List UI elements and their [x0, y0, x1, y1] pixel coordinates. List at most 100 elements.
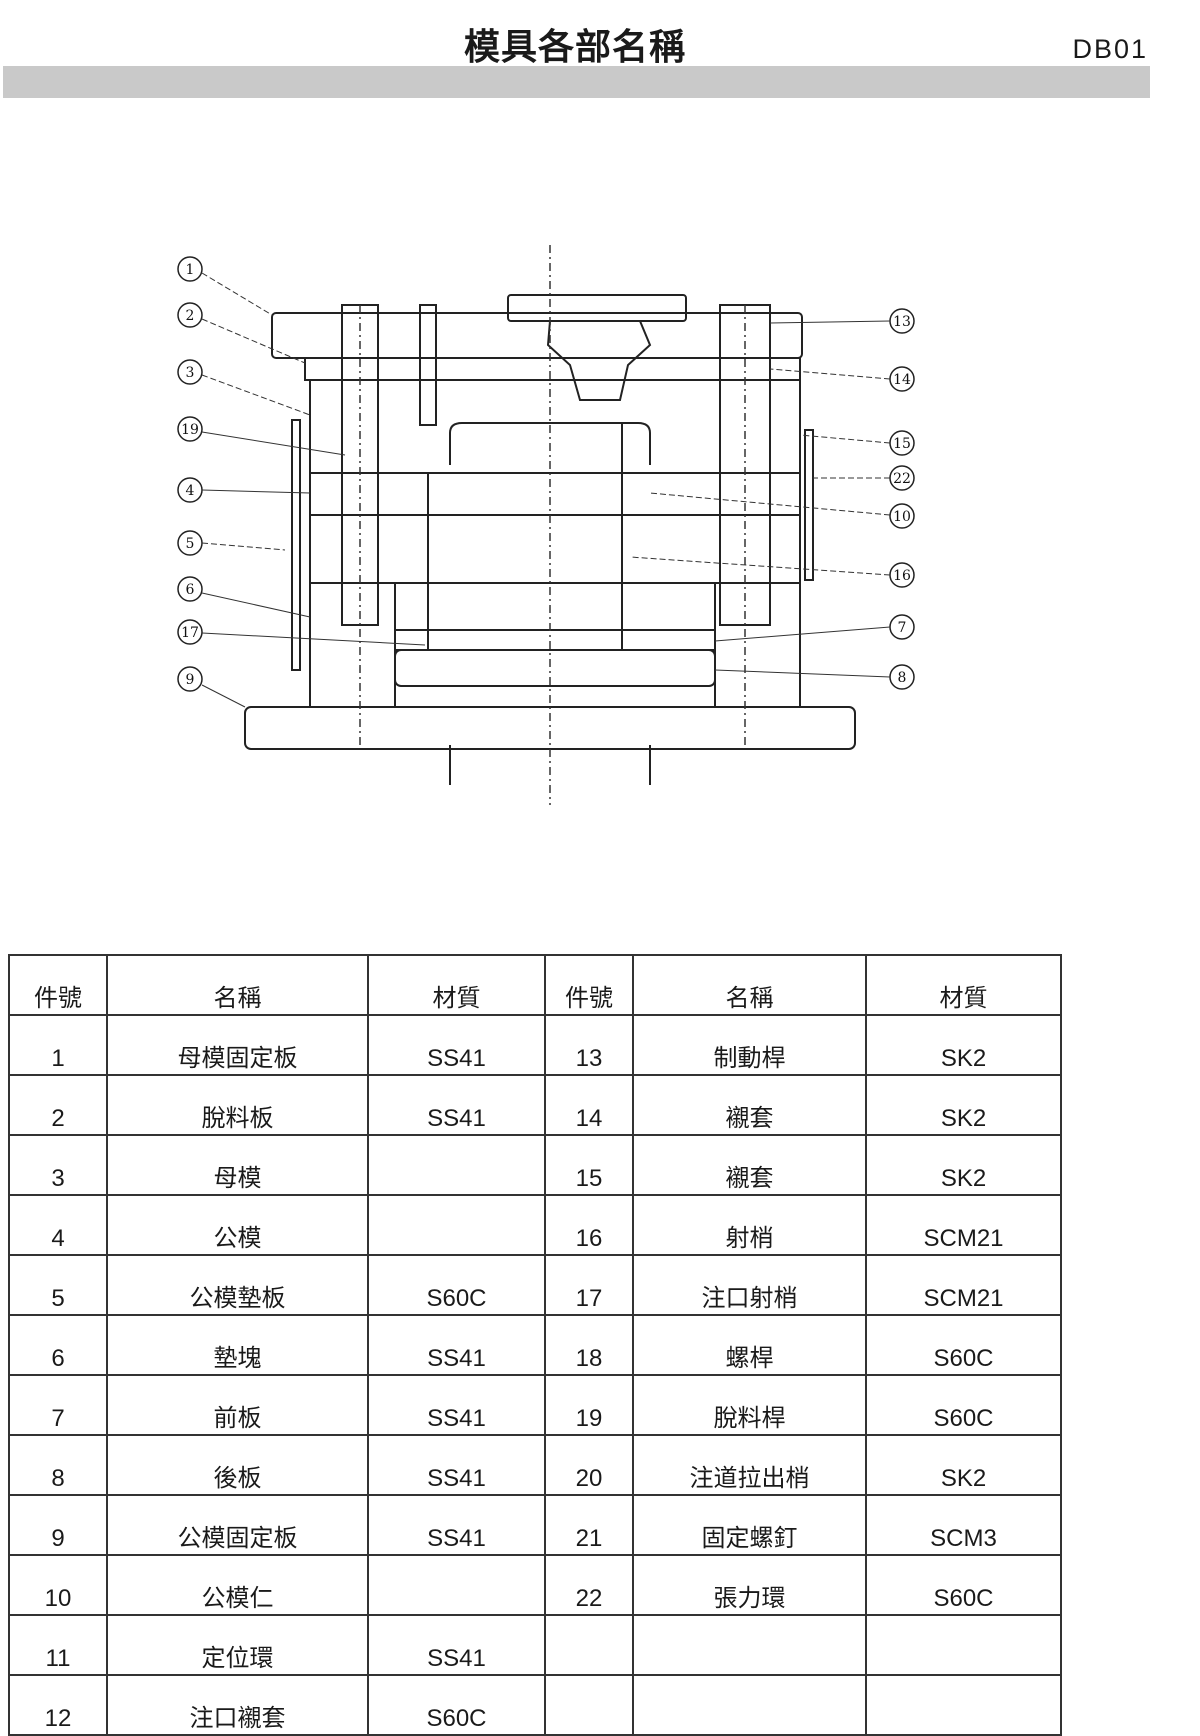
header-cell: 材質	[367, 954, 546, 1016]
ejector-front-plate	[394, 629, 716, 651]
sprue-bushing	[546, 320, 652, 401]
table-cell: SCM21	[865, 1194, 1062, 1256]
table-cell: 20	[544, 1434, 634, 1496]
table-cell: SCM3	[865, 1494, 1062, 1556]
cavity-plate	[309, 379, 801, 474]
table-cell: 4	[8, 1194, 108, 1256]
table-cell: 定位環	[106, 1614, 369, 1676]
table-cell: SS41	[367, 1614, 546, 1676]
table-header-row: 件號 名稱 材質 件號 名稱 材質	[8, 954, 1062, 1016]
spacer-block-left	[309, 582, 396, 708]
table-cell	[632, 1674, 867, 1736]
table-cell: S60C	[367, 1254, 546, 1316]
stripper-plate	[304, 357, 801, 381]
table-cell: 11	[8, 1614, 108, 1676]
table-cell: 17	[544, 1254, 634, 1316]
table-cell: 墊塊	[106, 1314, 369, 1376]
table-cell: 注口襯套	[106, 1674, 369, 1736]
table-cell: 脫料桿	[632, 1374, 867, 1436]
table-cell: 3	[8, 1134, 108, 1196]
table-cell: S60C	[865, 1554, 1062, 1616]
table-cell: SS41	[367, 1494, 546, 1556]
callout-4: 4	[177, 477, 311, 503]
table-cell: 注道拉出梢	[632, 1434, 867, 1496]
callout-19: 19	[177, 416, 346, 456]
svg-text:5: 5	[186, 536, 195, 552]
table-cell: 公模固定板	[106, 1494, 369, 1556]
header-cell: 件號	[8, 954, 108, 1016]
table-cell: 後板	[106, 1434, 369, 1496]
table-cell: 13	[544, 1014, 634, 1076]
mold-diagram: 1 2 3 19 4 5 6 17 9 13 14 15 22 10 16 7 …	[177, 245, 915, 805]
callout-5: 5	[177, 530, 286, 556]
svg-text:8: 8	[898, 670, 907, 686]
table-cell: 脫料板	[106, 1074, 369, 1136]
svg-text:4: 4	[186, 483, 195, 499]
table-cell: SS41	[367, 1434, 546, 1496]
table-cell	[367, 1554, 546, 1616]
table-cell: 螺桿	[632, 1314, 867, 1376]
table-cell: 19	[544, 1374, 634, 1436]
table-cell: 10	[8, 1554, 108, 1616]
svg-text:7: 7	[898, 620, 907, 636]
table-cell: S60C	[367, 1674, 546, 1736]
callout-7: 7	[714, 614, 915, 642]
callout-9: 9	[177, 666, 246, 708]
table-cell: 18	[544, 1314, 634, 1376]
table-cell: 母模	[106, 1134, 369, 1196]
svg-text:13: 13	[893, 314, 911, 330]
table-cell: 公模仁	[106, 1554, 369, 1616]
spacer-block-right	[714, 582, 801, 708]
callout-16: 16	[629, 556, 915, 588]
support-plate	[309, 514, 801, 584]
table-cell: 襯套	[632, 1074, 867, 1136]
table-cell: 公模	[106, 1194, 369, 1256]
core-plate	[309, 472, 801, 516]
table-cell	[865, 1674, 1062, 1736]
table-cell: SK2	[865, 1074, 1062, 1136]
table-cell: 射梢	[632, 1194, 867, 1256]
table-cell: 襯套	[632, 1134, 867, 1196]
table-cell	[544, 1614, 634, 1676]
table-cell: SK2	[865, 1134, 1062, 1196]
table-cell: 22	[544, 1554, 634, 1616]
table-cell: 16	[544, 1194, 634, 1256]
table-cell: 15	[544, 1134, 634, 1196]
table-cell: S60C	[865, 1314, 1062, 1376]
table-cell: SS41	[367, 1374, 546, 1436]
header-cell: 名稱	[106, 954, 369, 1016]
svg-text:3: 3	[186, 365, 195, 381]
table-cell	[367, 1194, 546, 1256]
table-cell: 2	[8, 1074, 108, 1136]
table-cell: SCM21	[865, 1254, 1062, 1316]
header-cell: 材質	[865, 954, 1062, 1016]
callout-1: 1	[177, 256, 273, 316]
top-clamp-plate	[271, 312, 803, 359]
svg-text:10: 10	[893, 509, 911, 525]
callout-8: 8	[714, 664, 915, 690]
svg-text:9: 9	[186, 672, 195, 688]
table-cell	[367, 1134, 546, 1196]
table-cell: SS41	[367, 1074, 546, 1136]
callout-2: 2	[177, 302, 306, 364]
sprue-puller	[419, 304, 437, 426]
table-cell: SS41	[367, 1314, 546, 1376]
callout-6: 6	[177, 576, 311, 618]
table-cell: S60C	[865, 1374, 1062, 1436]
page-title: 模具各部名稱	[463, 27, 686, 68]
header-bar	[3, 66, 1150, 98]
table-cell: 制動桿	[632, 1014, 867, 1076]
table-cell: 21	[544, 1494, 634, 1556]
table-cell	[544, 1674, 634, 1736]
table-cell: 固定螺釘	[632, 1494, 867, 1556]
